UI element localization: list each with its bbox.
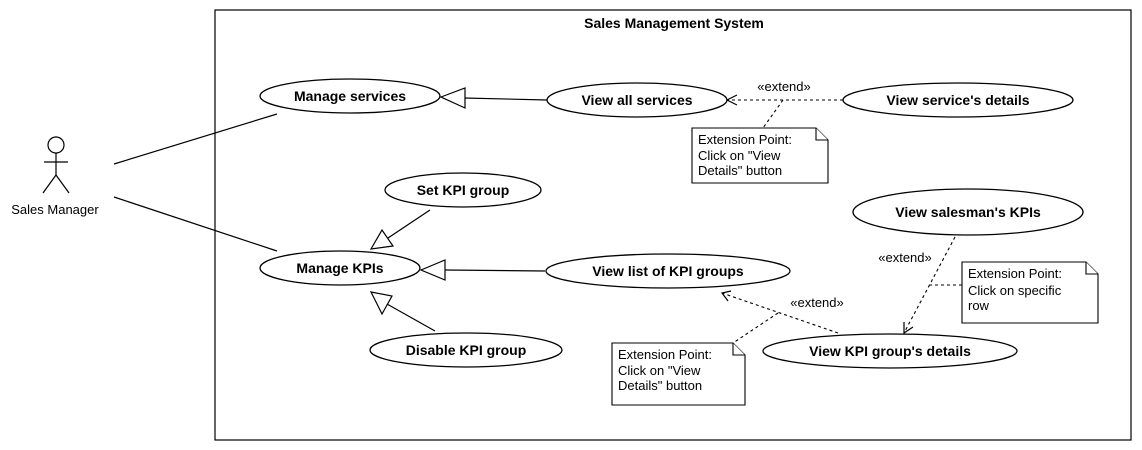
- use-case-label: View service's details: [886, 92, 1029, 108]
- use-case-label: Manage KPIs: [296, 260, 383, 276]
- association-actor-manage-kpis: [113, 196, 278, 252]
- use-case-label: Manage services: [294, 88, 406, 104]
- svg-text:Click on specific: Click on specific: [968, 283, 1062, 298]
- extend-label-kpi-details: «extend»: [790, 295, 844, 310]
- generalization-disable-kpi: [386, 303, 436, 332]
- note-extension-point-services: Extension Point: Click on "View Details"…: [691, 127, 829, 184]
- use-case-label: View list of KPI groups: [592, 263, 744, 279]
- use-case-label: View salesman's KPIs: [895, 204, 1041, 220]
- actor-label: Sales Manager: [11, 202, 99, 217]
- use-case-view-list-kpi-groups[interactable]: View list of KPI groups: [545, 253, 791, 289]
- svg-text:Extension Point:: Extension Point:: [698, 132, 792, 147]
- use-case-view-service-details[interactable]: View service's details: [842, 82, 1074, 118]
- svg-text:row: row: [968, 298, 990, 313]
- use-case-label: View all services: [581, 92, 692, 108]
- generalization-arrowhead-list-kpi: [419, 259, 446, 281]
- generalization-view-list-kpi: [444, 269, 546, 272]
- generalization-set-kpi-group: [387, 209, 431, 239]
- use-case-label: Set KPI group: [417, 182, 510, 198]
- svg-text:Click on "View: Click on "View: [698, 148, 781, 163]
- extend-kpi-group-details: [721, 292, 839, 334]
- extend-arrowhead-salesman: [903, 322, 914, 335]
- use-case-view-kpi-group-details[interactable]: View KPI group's details: [762, 333, 1018, 369]
- use-case-label: Disable KPI group: [406, 342, 527, 358]
- actor-left-leg: [42, 174, 57, 194]
- use-case-disable-kpi-group[interactable]: Disable KPI group: [369, 332, 563, 368]
- svg-text:Extension Point:: Extension Point:: [618, 347, 712, 362]
- use-case-manage-kpis[interactable]: Manage KPIs: [259, 250, 421, 286]
- actor-head-icon: [47, 136, 65, 154]
- use-case-view-salesman-kpis[interactable]: View salesman's KPIs: [852, 188, 1084, 236]
- extend-label-services: «extend»: [757, 79, 811, 94]
- svg-text:Details" button: Details" button: [618, 378, 702, 393]
- generalization-view-all-services: [463, 97, 548, 101]
- generalization-arrowhead-services: [439, 87, 466, 109]
- generalization-arrowhead-set-kpi: [369, 228, 395, 250]
- generalization-arrowhead-disable-kpi: [369, 291, 393, 316]
- association-actor-manage-services: [113, 113, 278, 165]
- actor-sales-manager[interactable]: Sales Manager: [11, 136, 99, 217]
- note-extension-point-salesman: Extension Point: Click on specific row: [961, 261, 1099, 324]
- svg-text:Details" button: Details" button: [698, 163, 782, 178]
- actor-right-leg: [55, 174, 70, 194]
- extend-arrowhead-kpi-details: [720, 290, 732, 302]
- use-case-manage-services[interactable]: Manage services: [259, 78, 441, 114]
- use-case-set-kpi-group[interactable]: Set KPI group: [384, 172, 542, 208]
- svg-text:Click on "View: Click on "View: [618, 363, 701, 378]
- note-extension-point-kpi: Extension Point: Click on "View Details"…: [611, 342, 746, 406]
- extend-label-salesman: «extend»: [878, 250, 932, 265]
- system-title: Sales Management System: [584, 15, 764, 31]
- use-case-view-all-services[interactable]: View all services: [546, 82, 728, 118]
- svg-text:Extension Point:: Extension Point:: [968, 266, 1062, 281]
- use-case-label: View KPI group's details: [809, 343, 971, 359]
